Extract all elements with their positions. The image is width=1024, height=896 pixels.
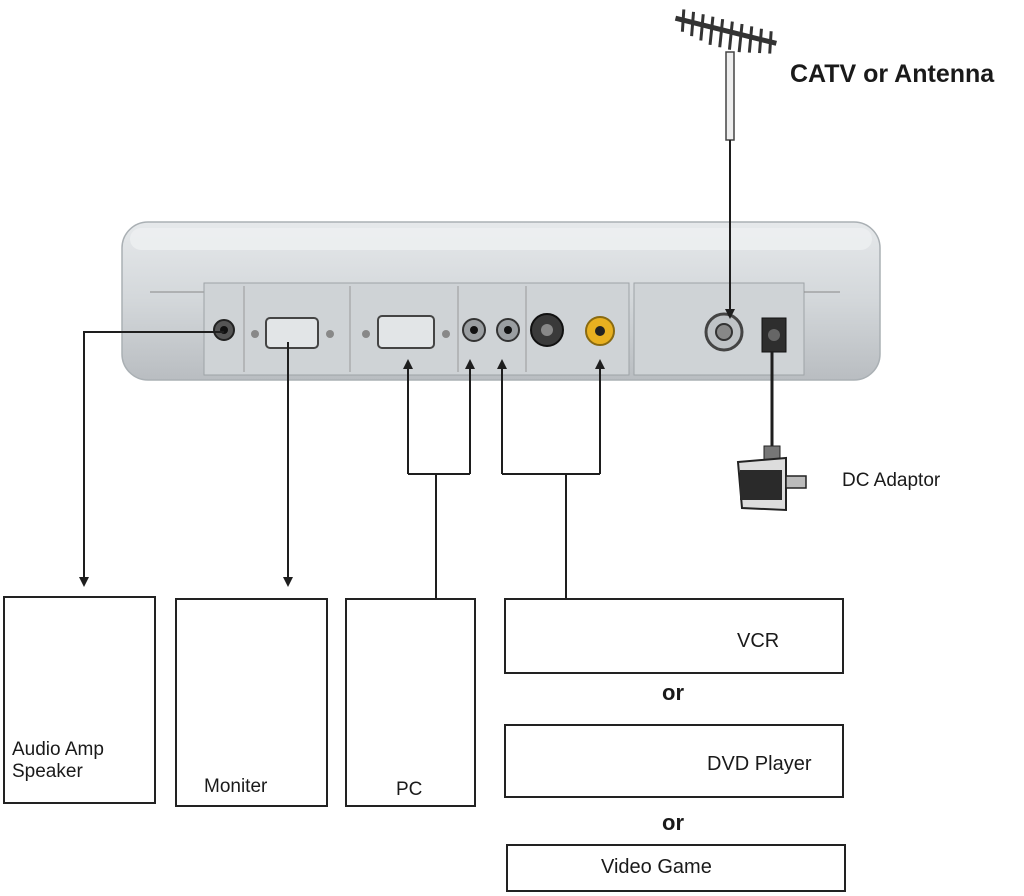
vcr-label: VCR bbox=[737, 630, 780, 652]
dc-adaptor-label: DC Adaptor bbox=[842, 470, 941, 491]
vcr-box bbox=[504, 598, 844, 674]
dvd-player-label: DVD Player bbox=[707, 753, 812, 775]
or-label-2: or bbox=[662, 810, 684, 835]
antenna-icon bbox=[674, 9, 777, 141]
video-game-box bbox=[506, 844, 846, 892]
speaker-label: Speaker bbox=[12, 761, 83, 782]
monitor-label: Moniter bbox=[204, 776, 268, 797]
audio-amp-label: Audio Amp bbox=[12, 739, 104, 760]
antenna-label: CATV or Antenna bbox=[790, 60, 995, 88]
audio-amp-speaker-box bbox=[3, 596, 156, 804]
dc-adaptor-icon bbox=[736, 445, 807, 512]
connection-lines bbox=[79, 140, 774, 598]
monitor-box bbox=[175, 598, 328, 807]
video-game-label: Video Game bbox=[601, 856, 712, 878]
pc-label: PC bbox=[396, 779, 423, 800]
tuner-box-device bbox=[121, 221, 881, 381]
dvd-player-box bbox=[504, 724, 844, 798]
or-label-1: or bbox=[662, 680, 684, 705]
pc-box bbox=[345, 598, 476, 807]
